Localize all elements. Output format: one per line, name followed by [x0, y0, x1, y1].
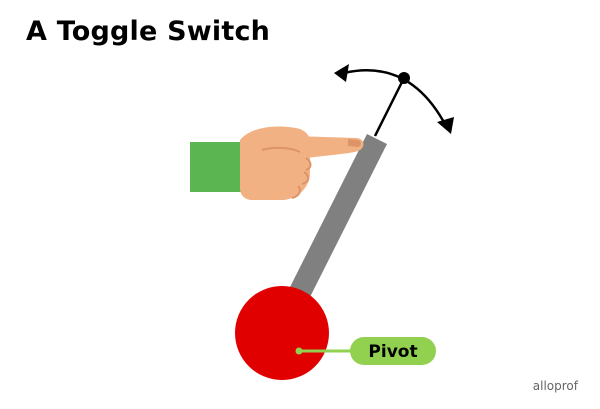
knuckle-line-3 [291, 185, 301, 199]
motion-arrowhead-right [437, 117, 454, 134]
pivot-label: Pivot [368, 342, 417, 362]
pointing-hand-icon [190, 126, 364, 200]
knuckle-line-2 [301, 171, 310, 185]
fingernail [348, 139, 361, 147]
diagram-title: A Toggle Switch [26, 16, 271, 47]
pivot-ball [235, 286, 329, 380]
arc-center-dot [398, 72, 410, 84]
knuckle-line-1 [305, 157, 312, 171]
index-finger [291, 136, 364, 159]
lever-extension-line [373, 77, 406, 137]
motion-arrowhead-left [334, 64, 349, 82]
thumb-crease [261, 146, 301, 153]
sleeve [190, 142, 242, 192]
alloprof-logo: alloprof [532, 379, 578, 393]
pivot-label-pill [350, 337, 436, 365]
lever-rod [288, 134, 387, 301]
